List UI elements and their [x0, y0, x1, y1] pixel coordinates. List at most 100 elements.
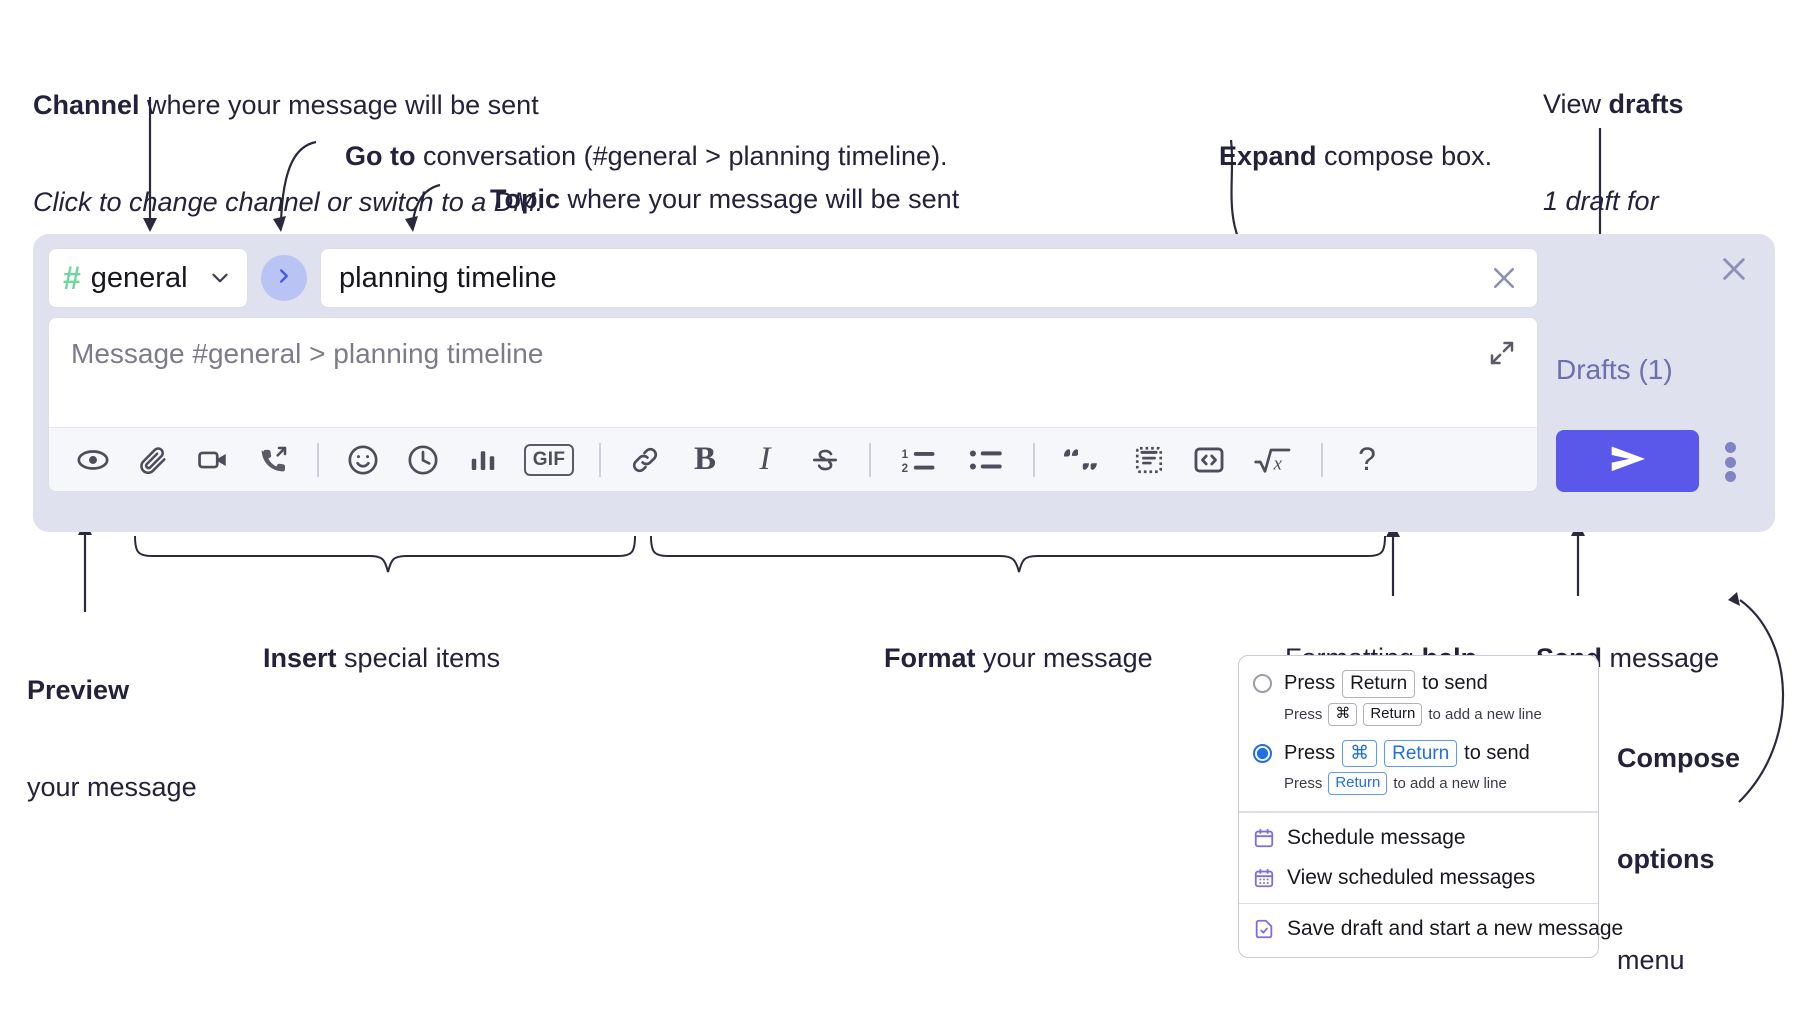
radio-unselected-icon[interactable]: [1253, 674, 1272, 694]
annotation-drafts-sub1: 1 draft for: [1543, 185, 1659, 216]
preview-icon[interactable]: [71, 438, 115, 482]
toolbar-separator: [1321, 442, 1323, 477]
key-command: ⌘: [1342, 739, 1378, 768]
expand-icon[interactable]: [1485, 336, 1519, 370]
message-placeholder: Message #general > planning timeline: [71, 338, 544, 369]
compose-options-menu: Press Return to send Press ⌘ Return to a…: [1238, 655, 1623, 958]
menu-item-label: Schedule message: [1287, 825, 1466, 849]
toolbar-separator: [317, 442, 319, 477]
message-box: Message #general > planning timeline: [48, 317, 1538, 492]
compose-panel-right: Drafts (1): [1538, 234, 1775, 532]
annotation-format-bold: Format: [884, 643, 976, 674]
annotation-channel-sub: Click to change channel or switch to a D…: [33, 186, 544, 217]
bold-label: B: [693, 441, 716, 477]
ordered-list-icon[interactable]: 1 2: [893, 438, 945, 482]
toolbar-separator: [869, 442, 871, 477]
annotation-compose-options-bold1: Compose: [1617, 742, 1741, 773]
svg-text:x: x: [1273, 453, 1283, 474]
annotation-goto-bold: Go to: [345, 141, 416, 172]
annotation-insert-bold: Insert: [263, 643, 337, 674]
blockquote-icon[interactable]: [1057, 438, 1111, 482]
press-label: Press: [1284, 672, 1336, 695]
annotation-send-rest: message: [1602, 643, 1720, 674]
poll-icon[interactable]: [461, 438, 505, 482]
topic-input[interactable]: planning timeline: [320, 248, 1538, 308]
close-icon[interactable]: [1487, 261, 1521, 295]
annotation-goto-rest: conversation (#general > planning timeli…: [415, 141, 948, 172]
radio-option-cmd-return-label: Press ⌘ Return to send: [1284, 739, 1530, 768]
hash-icon: #: [63, 260, 81, 296]
annotation-expand: Expand compose box.: [1204, 108, 1492, 172]
calendar-grid-icon: [1253, 867, 1275, 889]
bulleted-list-icon[interactable]: [961, 438, 1011, 482]
gif-label: GIF: [523, 443, 575, 476]
annotation-preview-bold: Preview: [27, 675, 130, 706]
radio-option-cmd-return[interactable]: Press ⌘ Return to send: [1239, 738, 1598, 770]
vertical-dots-icon[interactable]: [1718, 442, 1742, 482]
compose-header-row: # general planning timeline: [48, 248, 1538, 308]
toolbar-separator: [599, 442, 601, 477]
svg-text:2: 2: [902, 463, 908, 475]
message-input[interactable]: Message #general > planning timeline: [49, 318, 1537, 427]
gif-icon[interactable]: GIF: [521, 438, 577, 482]
annotation-channel-rest: where your message will be sent: [139, 90, 539, 121]
key-return: Return: [1384, 739, 1458, 768]
phone-forward-icon[interactable]: [251, 438, 295, 482]
annotation-format: Format your message: [869, 610, 1153, 674]
annotation-insert-rest: special items: [336, 643, 501, 674]
annotation-format-rest: your message: [975, 643, 1153, 674]
menu-item-save-draft[interactable]: Save draft and start a new message: [1239, 909, 1623, 949]
newline-label: to add a new line: [1393, 775, 1507, 793]
dot: [1724, 456, 1736, 468]
send-icon: [1606, 442, 1650, 481]
annotation-expand-bold: Expand: [1219, 141, 1317, 172]
menu-item-label: Save draft and start a new message: [1287, 917, 1624, 940]
menu-item-label: View scheduled messages: [1287, 865, 1536, 889]
math-icon[interactable]: x: [1247, 438, 1299, 482]
channel-selector[interactable]: # general: [48, 248, 248, 308]
annotation-preview-rest: your message: [27, 771, 197, 802]
code-icon[interactable]: [1187, 438, 1231, 482]
draft-group: Save draft and start a new message: [1239, 904, 1623, 957]
send-shortcut-radios: Press Return to send Press ⌘ Return to a…: [1239, 656, 1598, 811]
annotation-channel-bold: Channel: [33, 90, 140, 121]
compose-inner: # general planning timeline Messag: [48, 248, 1538, 518]
radio-option-cmd-return-sub: Press Return to add a new line: [1239, 769, 1598, 801]
drafts-link[interactable]: Drafts (1): [1556, 354, 1673, 385]
attachment-icon[interactable]: [131, 438, 175, 482]
chevron-right-icon: [273, 265, 295, 292]
key-return: Return: [1328, 772, 1388, 795]
topic-value: planning timeline: [339, 261, 557, 294]
radio-option-return-label: Press Return to send: [1284, 670, 1488, 698]
goto-conversation-button[interactable]: [261, 255, 307, 301]
to-send-label: to send: [1422, 672, 1488, 695]
chevron-down-icon: [207, 265, 233, 291]
emoji-icon[interactable]: [341, 438, 385, 482]
close-icon[interactable]: [1717, 252, 1751, 286]
link-icon[interactable]: [623, 438, 667, 482]
menu-item-schedule-message[interactable]: Schedule message: [1239, 818, 1598, 858]
help-icon[interactable]: ?: [1345, 438, 1389, 482]
send-button[interactable]: [1556, 430, 1699, 492]
annotation-topic-bold: Topic: [490, 184, 561, 215]
menu-divider: [1239, 902, 1598, 904]
annotation-preview: Preview your message: [27, 610, 197, 835]
clock-icon[interactable]: [401, 438, 445, 482]
compose-panel: # general planning timeline Messag: [33, 234, 1775, 532]
formatting-toolbar: GIF B I 1: [49, 427, 1537, 491]
annotation-expand-rest: compose box.: [1316, 141, 1493, 172]
bold-icon[interactable]: B: [683, 438, 727, 482]
press-label: Press: [1284, 775, 1323, 793]
annotation-insert: Insert special items: [248, 610, 500, 674]
annotation-channel: Channel where your message will be sent …: [33, 25, 543, 250]
video-camera-icon[interactable]: [191, 438, 235, 482]
radio-option-return[interactable]: Press Return to send: [1239, 668, 1598, 700]
italic-label: I: [759, 441, 771, 477]
save-draft-icon: [1253, 918, 1275, 940]
italic-icon[interactable]: I: [743, 438, 787, 482]
to-send-label: to send: [1464, 741, 1530, 764]
spoiler-icon[interactable]: [1127, 438, 1171, 482]
strikethrough-icon[interactable]: [803, 438, 847, 482]
menu-item-view-scheduled[interactable]: View scheduled messages: [1239, 858, 1598, 898]
radio-selected-icon[interactable]: [1253, 743, 1272, 763]
